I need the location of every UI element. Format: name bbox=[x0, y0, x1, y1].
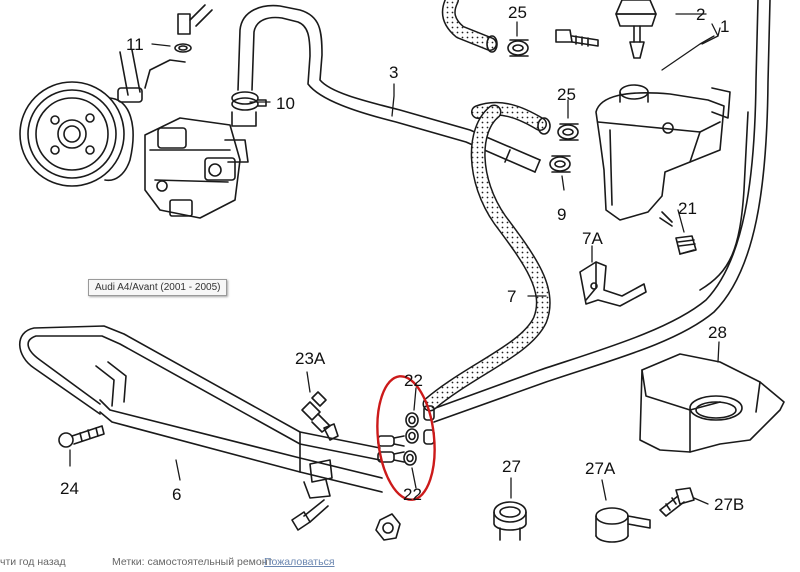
label-part-27b: 27B bbox=[714, 495, 744, 514]
bolt-27b bbox=[659, 487, 695, 517]
footer-bar: чти год назад Метки: самостоятельный рем… bbox=[0, 554, 800, 572]
leader-lines bbox=[69, 13, 721, 505]
highlight-ellipse bbox=[376, 375, 436, 501]
plug-21 bbox=[675, 235, 697, 255]
clamp-10 bbox=[231, 91, 267, 127]
label-part-22-top: 22 bbox=[404, 371, 423, 390]
clamp-27a bbox=[595, 507, 651, 543]
pump-top-fittings bbox=[117, 4, 213, 103]
label-part-3: 3 bbox=[389, 63, 398, 82]
reservoir-cap bbox=[615, 0, 657, 59]
label-part-1: 1 bbox=[720, 17, 729, 36]
heat-shield-28 bbox=[639, 353, 785, 453]
label-part-6: 6 bbox=[172, 485, 181, 504]
clamp-27 bbox=[493, 501, 527, 541]
label-part-22-bottom: 22 bbox=[403, 485, 422, 504]
label-part-11: 11 bbox=[126, 35, 144, 54]
cooler-pipes-6 bbox=[19, 325, 383, 499]
footer-tags: Метки: самостоятельный ремонт bbox=[112, 556, 273, 568]
label-part-23a: 23A bbox=[295, 349, 326, 368]
clamps-22 bbox=[403, 412, 419, 466]
return-line bbox=[429, 0, 771, 423]
label-part-7: 7 bbox=[507, 287, 516, 306]
label-part-24: 24 bbox=[60, 479, 79, 498]
bracket-7a bbox=[579, 261, 647, 307]
power-steering-pump bbox=[144, 117, 249, 219]
report-link[interactable]: Пожаловаться bbox=[264, 556, 335, 568]
label-part-10: 10 bbox=[276, 94, 295, 113]
hose-7 bbox=[422, 104, 551, 412]
label-part-25-top: 25 bbox=[508, 3, 527, 22]
label-part-28: 28 bbox=[708, 323, 727, 342]
label-part-21: 21 bbox=[678, 199, 697, 218]
label-part-27a: 27A bbox=[585, 459, 616, 478]
label-part-2: 2 bbox=[696, 5, 705, 24]
clamps-25-9 bbox=[507, 39, 579, 173]
top-hose-segments bbox=[441, 0, 551, 135]
label-part-25-mid: 25 bbox=[557, 85, 576, 104]
fluid-reservoir bbox=[595, 84, 731, 227]
bolt-24 bbox=[58, 425, 105, 448]
pump-pulley bbox=[19, 81, 134, 187]
union-23a bbox=[301, 391, 339, 441]
part-labels: 1 2 3 6 7 7A 9 10 11 21 22 22 23A 24 25 … bbox=[60, 3, 744, 514]
lower-bolt bbox=[291, 499, 401, 541]
label-part-9: 9 bbox=[557, 205, 566, 224]
suction-hose-3 bbox=[237, 4, 541, 173]
label-part-7a: 7A bbox=[582, 229, 603, 248]
bolt-top bbox=[555, 29, 599, 47]
footer-time: чти год назад bbox=[0, 556, 66, 568]
model-tooltip: Audi A4/Avant (2001 - 2005) bbox=[88, 279, 228, 296]
label-part-27: 27 bbox=[502, 457, 521, 476]
